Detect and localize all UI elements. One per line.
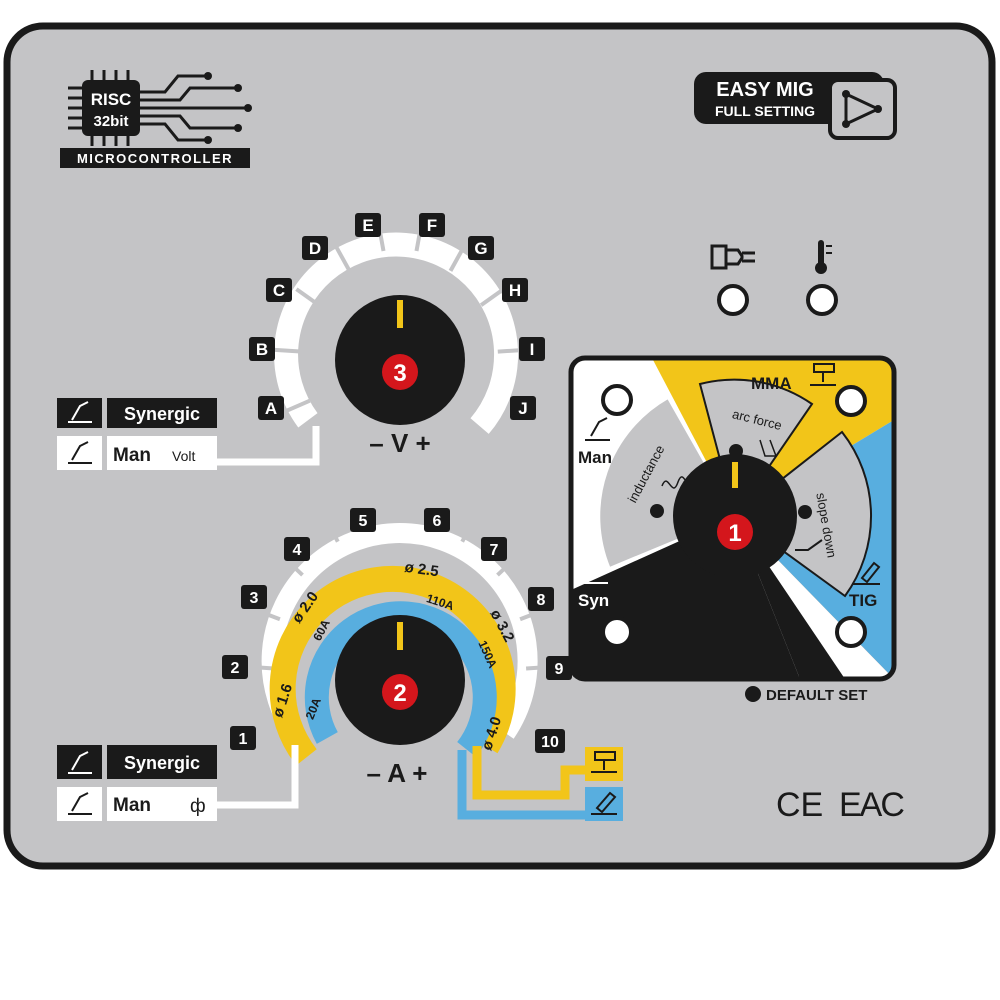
syn-torch-icon — [583, 560, 608, 584]
voltage-scale-labels: A B C D E F G H I J — [249, 213, 545, 420]
tig-mode-lamp — [835, 616, 867, 648]
voltage-step-h: H — [509, 281, 521, 300]
current-step-7: 7 — [490, 542, 499, 559]
voltage-step-b: B — [256, 340, 268, 359]
inductance-dot — [650, 504, 664, 518]
mode-selector-group: inductance arc force slope down 1 Man MM… — [568, 355, 897, 682]
current-wire-path-yellow — [472, 746, 588, 800]
chip-line1: RISC — [91, 90, 132, 109]
voltage-wire-path — [210, 426, 320, 466]
current-step-3: 3 — [250, 590, 259, 607]
tig-torch-tag — [585, 787, 623, 821]
volt-man-label: Man — [113, 445, 151, 466]
voltage-step-e: E — [362, 216, 373, 235]
amp-mode-legend: Synergic Man ф — [57, 745, 217, 821]
syn-mode-lamp — [601, 616, 633, 648]
easy-mig-badge: EASY MIG FULL SETTING — [694, 72, 897, 140]
slope-down-icon — [795, 539, 823, 551]
tig-mode-label: TIG — [849, 591, 877, 610]
voltage-scale-arc — [274, 232, 519, 434]
amp-synergic-label: Synergic — [124, 753, 200, 773]
voltage-knob-caption: – V + — [369, 428, 430, 458]
thermal-indicator-lamp — [806, 284, 838, 316]
manual-torch-icon — [68, 792, 92, 815]
volt-synergic-label: Synergic — [124, 404, 200, 424]
current-step-4: 4 — [293, 542, 302, 559]
volt-mode-legend: Synergic Man Volt — [57, 398, 217, 470]
current-step-10: 10 — [541, 734, 559, 751]
mma-electrode-icon — [591, 751, 617, 773]
slope-down-dot — [798, 505, 812, 519]
default-set-label: DEFAULT SET — [766, 687, 867, 704]
current-knob-number-badge — [382, 674, 418, 710]
thermometer-icon — [815, 240, 832, 274]
arc-force-icon — [759, 439, 778, 457]
default-set-button[interactable] — [745, 686, 761, 702]
current-step-6: 6 — [433, 513, 442, 530]
risc-microcontroller-logo: RISC 32bit MICROCONTROLLER — [60, 70, 252, 168]
voltage-knob-number-badge — [382, 354, 418, 390]
mma-electrode-icon — [810, 363, 836, 386]
voltage-knob-group: 3 – V + — [210, 223, 526, 466]
current-step-2: 2 — [231, 660, 240, 677]
current-amperage-arc — [304, 601, 497, 757]
power-indicator-lamp — [717, 284, 749, 316]
current-wire-path-blue — [457, 750, 585, 820]
current-knob-caption: – A + — [367, 758, 428, 788]
man-mode-lamp — [601, 384, 633, 416]
current-outer-scale-arc — [261, 523, 538, 746]
manual-torch-icon — [68, 441, 92, 464]
ce-mark: CE — [776, 786, 823, 824]
voltage-step-d: D — [309, 239, 321, 258]
easy-mig-line1: EASY MIG — [716, 79, 813, 101]
synergic-torch-icon — [68, 401, 92, 423]
current-knob-pointer — [397, 622, 403, 650]
man-mode-label: Man — [578, 448, 612, 467]
current-knob-number: 2 — [393, 680, 406, 707]
voltage-knob-pointer — [397, 300, 403, 328]
voltage-step-c: C — [273, 281, 285, 300]
syn-mode-label: Syn — [578, 591, 609, 610]
current-step-9: 9 — [555, 661, 564, 678]
current-wire-path-white — [210, 745, 299, 809]
amp-phi-label: ф — [190, 796, 206, 817]
volt-unit-label: Volt — [172, 448, 195, 464]
current-knob-group: 2 – A + — [210, 495, 588, 820]
current-diameter-arc — [269, 565, 516, 766]
tig-torch-icon — [591, 791, 617, 815]
current-step-8: 8 — [537, 592, 546, 609]
easy-mig-line2: FULL SETTING — [715, 103, 815, 119]
amp-man-label: Man — [113, 795, 151, 816]
voltage-step-j: J — [518, 399, 527, 418]
current-scale-labels: 1 2 3 4 5 6 7 8 9 10 — [222, 508, 572, 753]
power-plug-icon — [710, 244, 755, 270]
voltage-step-a: A — [265, 399, 277, 418]
current-step-1: 1 — [239, 731, 248, 748]
mode-knob-number-badge — [717, 514, 753, 550]
diameter-2-5: ø 2.5 — [404, 559, 440, 581]
easy-mig-triangle-icon — [828, 78, 897, 140]
tig-torch-icon — [852, 561, 881, 585]
voltage-knob-number: 3 — [393, 360, 406, 387]
voltage-step-g: G — [474, 239, 487, 258]
voltage-step-i: I — [530, 340, 535, 359]
mma-mode-label: MMA — [751, 374, 792, 393]
mode-knob-number: 1 — [728, 520, 741, 547]
synergic-torch-icon — [68, 751, 92, 774]
voltage-step-f: F — [427, 216, 437, 235]
eac-mark: EAC — [839, 786, 904, 824]
chip-caption: MICROCONTROLLER — [77, 151, 233, 166]
man-torch-icon — [585, 417, 610, 441]
certification-marks: CE EAC — [776, 786, 906, 824]
mode-knob-pointer — [732, 462, 738, 488]
chip-line2: 32bit — [93, 113, 128, 130]
mma-mode-lamp — [835, 385, 867, 417]
current-step-5: 5 — [359, 513, 368, 530]
